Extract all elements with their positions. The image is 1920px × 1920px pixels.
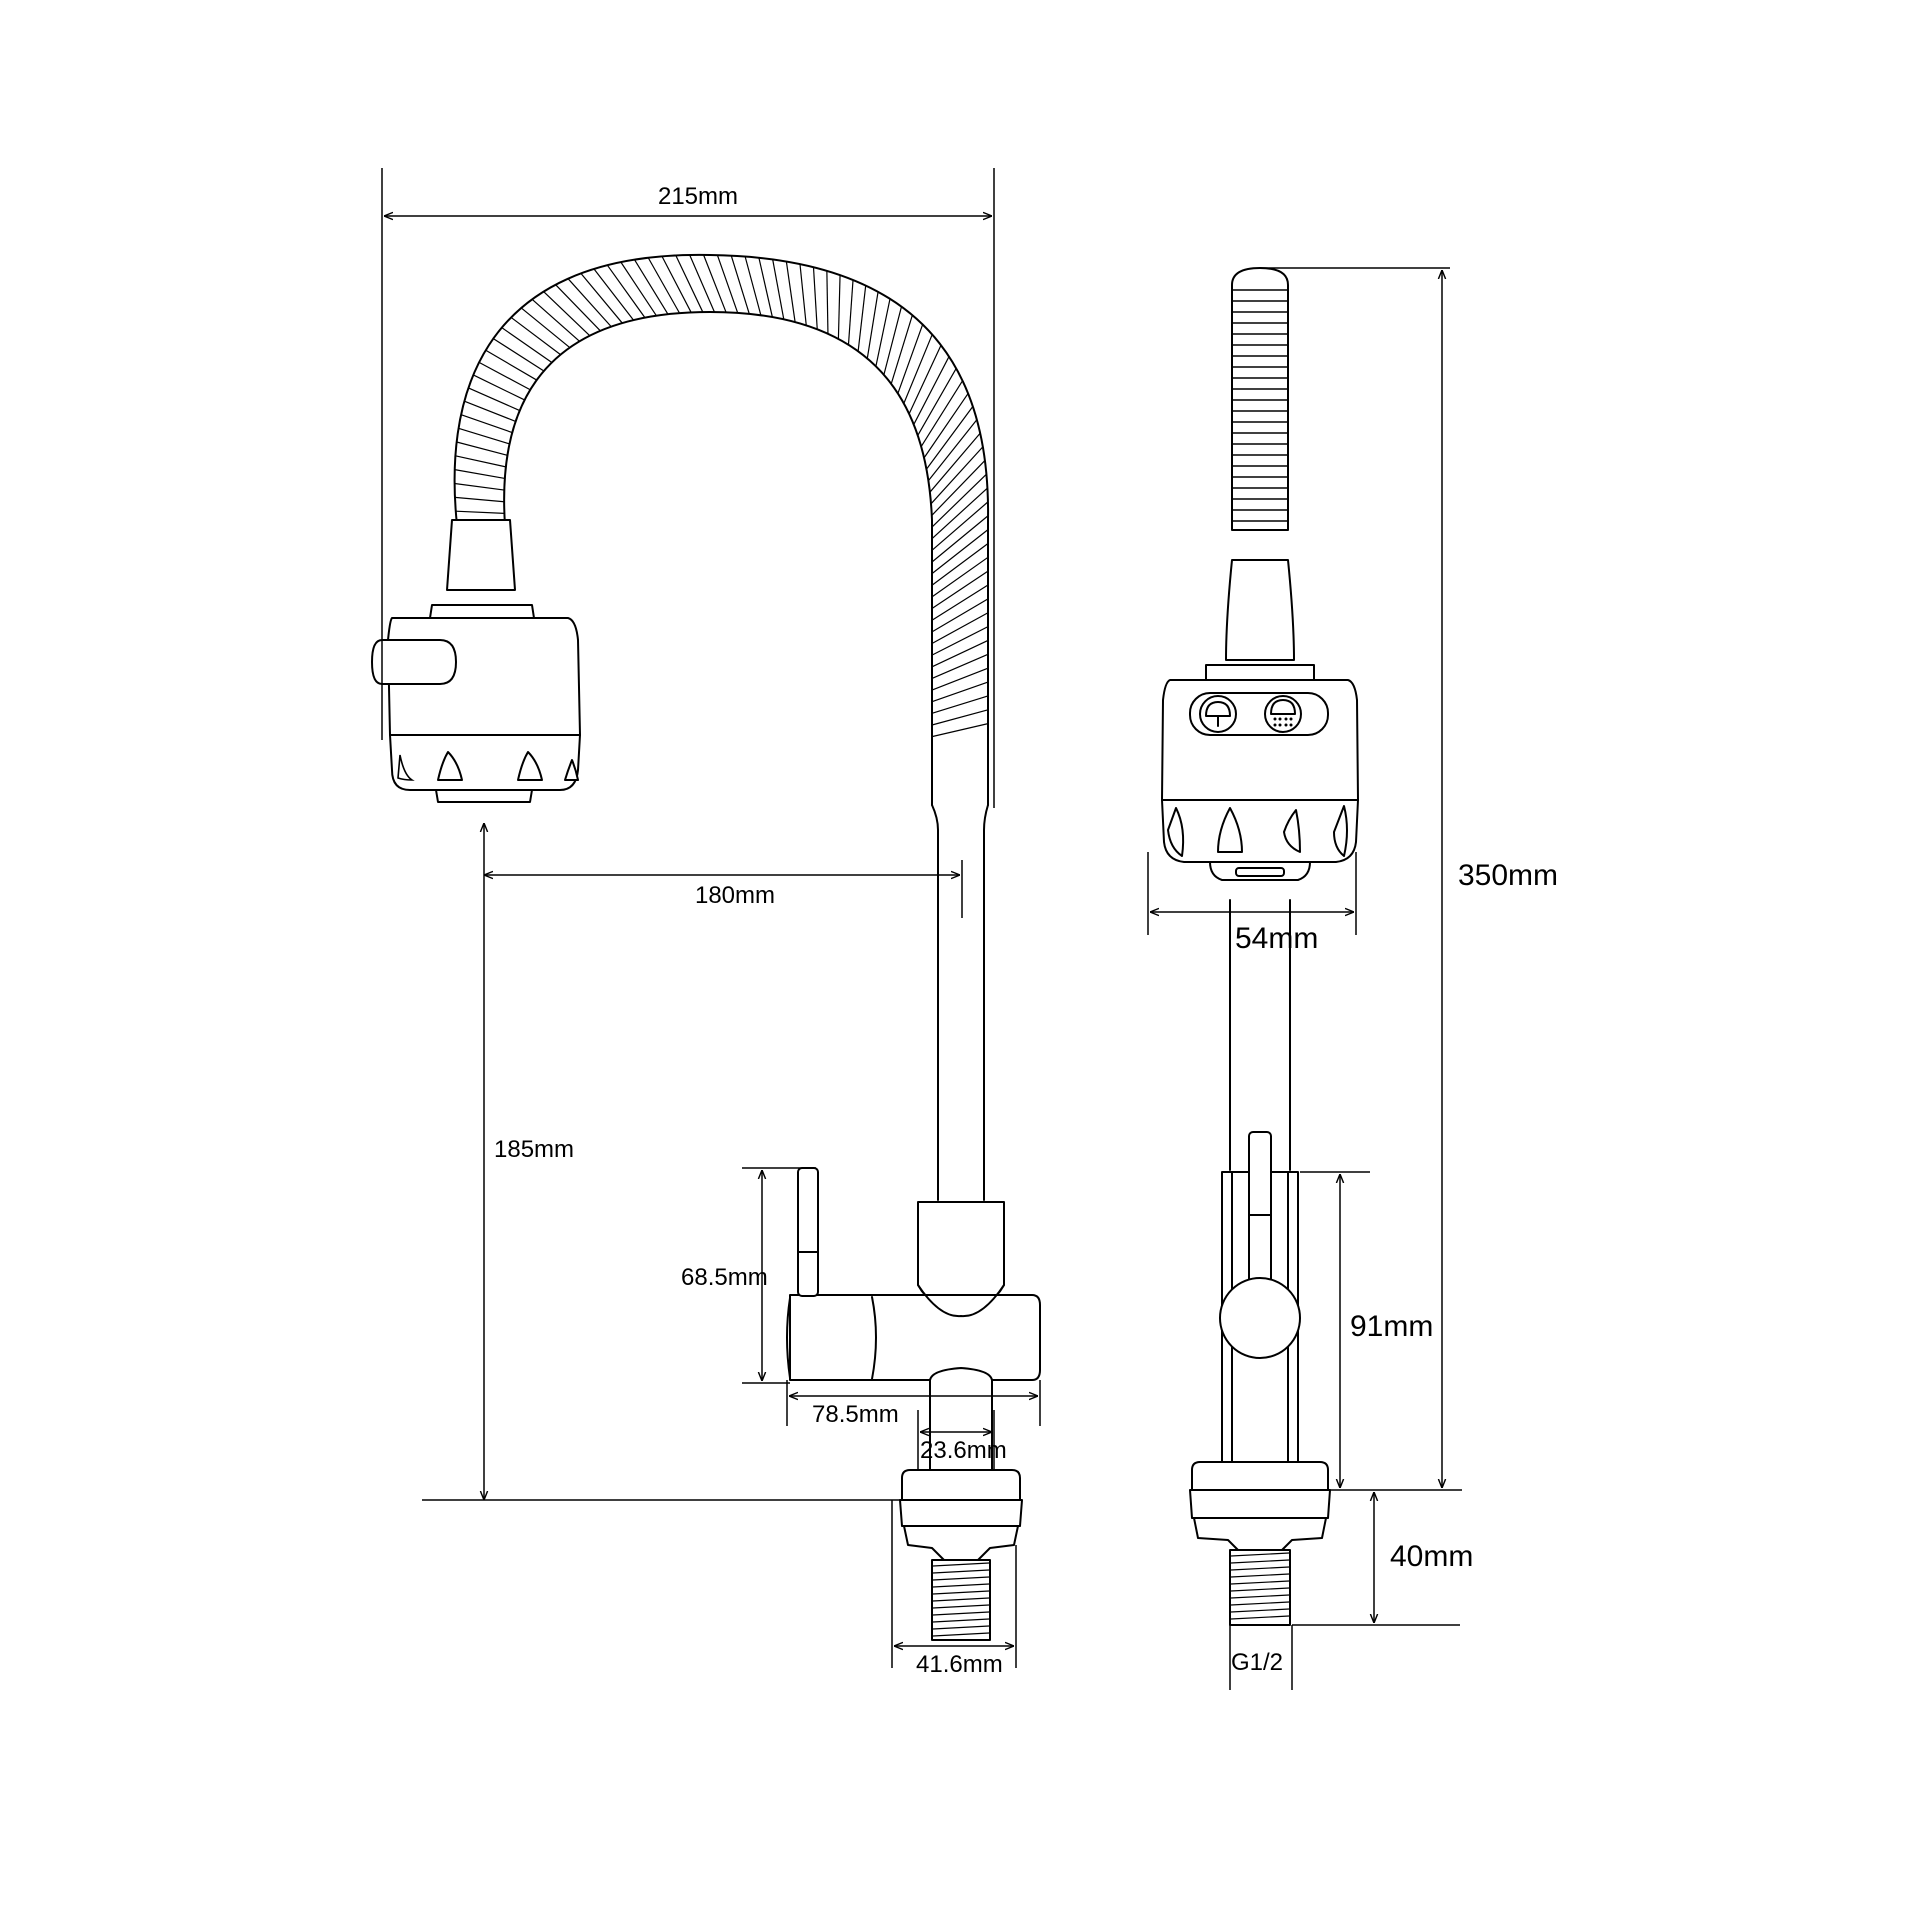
- dim-head-width: 54mm: [1147, 852, 1357, 955]
- label-aerator-reach: 180mm: [695, 882, 775, 909]
- side-view: 350mm 54mm 91mm 40mm G1/2: [1147, 267, 1558, 1690]
- side-hose-collar: [1225, 559, 1295, 661]
- dim-aerator-height: 185mm: [422, 823, 902, 1501]
- spray-head: [371, 604, 581, 803]
- dim-thread-size: G1/2: [1229, 1625, 1293, 1690]
- valve-lever: [797, 1167, 819, 1297]
- label-total-height: 350mm: [1458, 859, 1558, 892]
- threaded-shank: [931, 1559, 991, 1641]
- mode-button: [371, 639, 457, 685]
- dim-thread-length: 40mm: [1292, 1492, 1473, 1626]
- label-thread-size: G1/2: [1231, 1649, 1283, 1676]
- dim-thread-diameter: 41.6mm: [891, 1500, 1017, 1678]
- label-head-width: 54mm: [1235, 922, 1318, 955]
- dim-lever-height: 68.5mm: [681, 1167, 816, 1384]
- dim-total-height: 350mm: [1260, 267, 1558, 1491]
- side-vertical-pipe: [1229, 899, 1291, 1171]
- label-thread-length: 40mm: [1390, 1540, 1473, 1573]
- label-body-height: 91mm: [1350, 1310, 1433, 1343]
- valve-body: [786, 1284, 1041, 1381]
- dim-spout-reach: 215mm: [381, 168, 995, 808]
- label-thread-diameter: 41.6mm: [916, 1651, 1003, 1678]
- side-threaded-shank: [1229, 1549, 1291, 1626]
- dim-base-diameter: 23.6mm: [917, 1410, 1007, 1470]
- label-lever-height: 68.5mm: [681, 1264, 768, 1291]
- gooseneck-hose: [453, 253, 990, 806]
- label-base-diameter: 23.6mm: [920, 1437, 1007, 1464]
- vertical-pipe: [931, 804, 989, 1201]
- dim-aerator-reach: 180mm: [484, 860, 963, 918]
- hose-collar: [446, 519, 516, 591]
- hose-ribs: [454, 254, 989, 738]
- side-hose: [1231, 267, 1289, 531]
- dim-body-length: 78.5mm: [786, 1380, 1041, 1428]
- front-view: 215mm 180mm 185mm 68.5mm 78.5mm: [371, 168, 1041, 1678]
- label-body-length: 78.5mm: [812, 1401, 899, 1428]
- side-spray-head: [1161, 664, 1359, 881]
- label-spout-reach: 215mm: [658, 183, 738, 210]
- side-valve-knob: [1219, 1277, 1301, 1359]
- mounting-nut: [899, 1469, 1023, 1561]
- dim-body-height: 91mm: [1300, 1171, 1433, 1488]
- label-aerator-height: 185mm: [494, 1136, 574, 1163]
- side-mounting-nut: [1189, 1461, 1331, 1551]
